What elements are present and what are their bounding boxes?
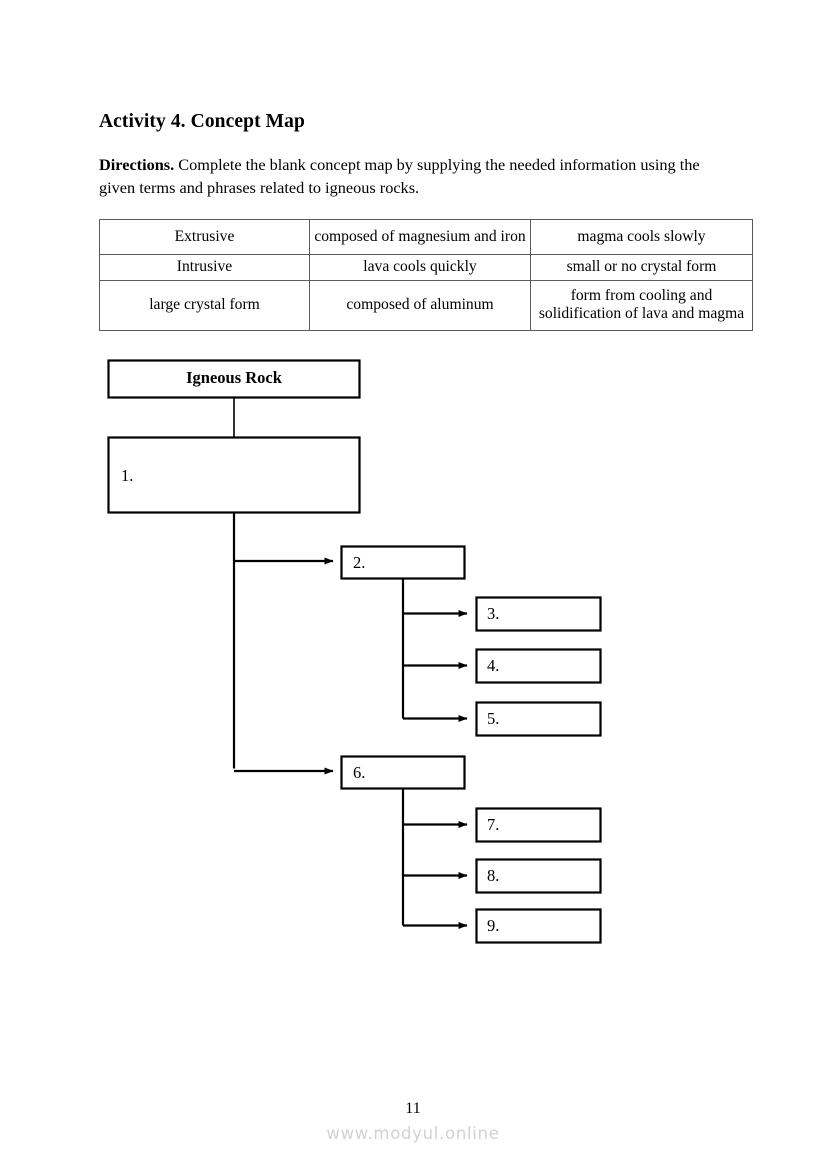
page-number: 11 bbox=[405, 1100, 421, 1117]
word-bank-cell: large crystal form bbox=[99, 279, 310, 331]
concept-box-5-label: 5. bbox=[487, 709, 499, 728]
concept-box-4-label: 4. bbox=[487, 656, 499, 675]
word-bank-cell: form from cooling and solidification of … bbox=[530, 279, 753, 331]
concept-box-6 bbox=[340, 755, 466, 790]
table-row: large crystal form composed of aluminum … bbox=[99, 279, 753, 331]
table-row: Extrusive composed of magnesium and iron… bbox=[99, 219, 753, 255]
word-bank-cell: Intrusive bbox=[99, 254, 310, 281]
directions-paragraph: Directions. Complete the blank concept m… bbox=[99, 153, 731, 199]
concept-box-5 bbox=[475, 701, 602, 737]
word-bank-cell: lava cools quickly bbox=[309, 254, 531, 281]
concept-box-root-label: Igneous Rock bbox=[186, 368, 283, 387]
concept-box-8 bbox=[475, 858, 602, 894]
concept-box-8-label: 8. bbox=[487, 866, 499, 885]
concept-box-7-label: 7. bbox=[487, 815, 499, 834]
word-bank-cell: small or no crystal form bbox=[530, 254, 753, 281]
word-bank-cell: Extrusive bbox=[99, 219, 310, 255]
concept-box-root bbox=[107, 359, 361, 399]
directions-label: Directions. bbox=[99, 155, 175, 175]
concept-box-6-label: 6. bbox=[353, 763, 365, 782]
word-bank-cell: composed of magnesium and iron bbox=[309, 219, 531, 255]
word-bank-table: Extrusive composed of magnesium and iron… bbox=[99, 219, 753, 331]
concept-box-4 bbox=[475, 648, 602, 684]
concept-box-9 bbox=[475, 908, 602, 944]
concept-box-2 bbox=[340, 545, 466, 580]
concept-box-9-label: 9. bbox=[487, 916, 499, 935]
word-bank-cell: composed of aluminum bbox=[309, 279, 531, 331]
concept-box-2-label: 2. bbox=[353, 553, 365, 572]
concept-box-3-label: 3. bbox=[487, 604, 499, 623]
word-bank-cell: magma cools slowly bbox=[530, 219, 753, 255]
concept-box-1-label: 1. bbox=[121, 466, 133, 485]
concept-box-7 bbox=[475, 807, 602, 843]
concept-box-3 bbox=[475, 596, 602, 632]
directions-text: Complete the blank concept map by supply… bbox=[99, 155, 700, 198]
page-title: Activity 4. Concept Map bbox=[99, 111, 305, 133]
concept-box-1 bbox=[107, 436, 361, 514]
table-row: Intrusive lava cools quickly small or no… bbox=[99, 254, 753, 281]
watermark: www.modyul.online bbox=[326, 1124, 500, 1143]
